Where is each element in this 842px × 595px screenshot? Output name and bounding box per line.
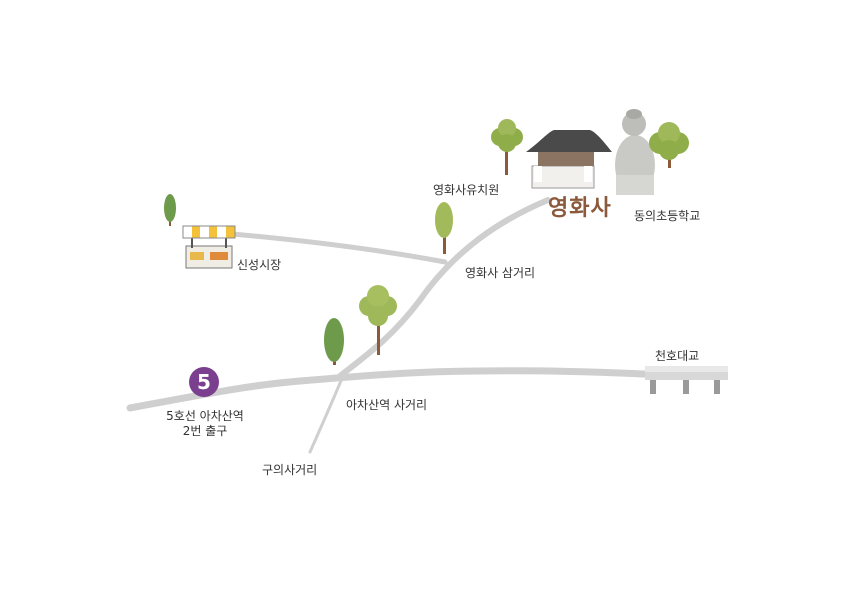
tree-icon: [435, 202, 453, 254]
tree-icon: [164, 194, 176, 226]
road-to-market: [229, 231, 448, 265]
buddha-statue-icon: [615, 109, 655, 195]
tree-icon: [491, 119, 523, 175]
bridge-label: 천호대교: [655, 349, 700, 363]
achasan-junction-label: 아차산역 사거리: [346, 398, 428, 412]
market-label: 신성시장: [237, 258, 282, 272]
tree-icon: [359, 285, 397, 355]
market-stall-icon: [182, 225, 236, 269]
road-to-gui: [308, 374, 345, 454]
exit-number: 2번 출구: [182, 424, 228, 438]
roads: [126, 197, 649, 454]
road-to-temple: [337, 197, 551, 379]
kindergarten-label: 영화사유치원: [433, 183, 500, 197]
temple-label: 영화사: [548, 196, 612, 221]
tree-icon: [324, 318, 344, 365]
subway-exit-label: 5호선 아차산역 2번 출구: [150, 409, 260, 439]
elementary-school-label: 동의초등학교: [634, 209, 701, 223]
line5-badge: 5: [189, 367, 219, 397]
temple-building-icon: [526, 130, 612, 189]
tree-icon: [649, 122, 689, 168]
station-name: 5호선 아차산역: [166, 409, 244, 423]
bridge-icon: [645, 366, 728, 394]
yeonghwasa-junction-label: 영화사 삼거리: [465, 266, 536, 280]
gui-junction-label: 구의사거리: [262, 463, 318, 477]
main-road: [126, 367, 649, 412]
